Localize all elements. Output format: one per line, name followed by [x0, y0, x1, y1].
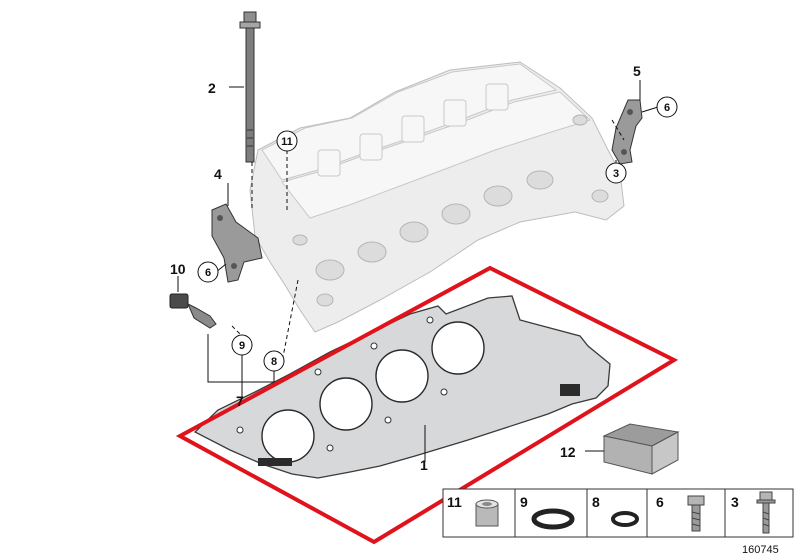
label-3: 3: [613, 168, 619, 180]
label-6-right: 6: [664, 102, 670, 114]
label-5: 5: [633, 63, 641, 79]
parts-table: 11 9 8 6 3: [442, 488, 794, 538]
label-2: 2: [208, 80, 216, 96]
callout-11: 11: [276, 130, 298, 152]
table-cell-8: 8: [592, 494, 600, 510]
hex-bolt-icon: [687, 495, 705, 532]
sensor: [169, 293, 217, 329]
label-10: 10: [170, 261, 186, 277]
head-bolt: [239, 11, 261, 163]
label-8: 8: [271, 356, 277, 368]
small-parts-box: [602, 423, 680, 475]
label-12: 12: [560, 444, 576, 460]
label-7: 7: [236, 393, 244, 409]
callout-3: 3: [605, 162, 627, 184]
label-1: 1: [420, 457, 428, 473]
sleeve-icon: [475, 499, 499, 527]
table-cell-11: 11: [447, 494, 462, 510]
table-cell-6: 6: [656, 494, 664, 510]
highlight-frame: [175, 265, 679, 545]
label-4: 4: [214, 166, 222, 182]
label-11: 11: [281, 136, 293, 148]
table-cell-3: 3: [731, 494, 739, 510]
collar-bolt-icon: [756, 491, 776, 534]
cylinder-head: [249, 61, 625, 333]
o-ring-small-icon: [611, 511, 639, 527]
reference-number: 160745: [742, 544, 779, 556]
label-9: 9: [239, 340, 245, 352]
head-gasket: [193, 295, 611, 479]
callout-6-right: 6: [656, 96, 678, 118]
bracket-right: [611, 99, 643, 165]
bracket-left: [211, 203, 263, 283]
callout-9: 9: [231, 334, 253, 356]
callout-6-left: 6: [197, 261, 219, 283]
table-cell-9: 9: [520, 494, 528, 510]
callout-8: 8: [263, 350, 285, 372]
o-ring-large-icon: [531, 508, 575, 530]
leader-lines: [177, 80, 659, 462]
label-6-left: 6: [205, 267, 211, 279]
